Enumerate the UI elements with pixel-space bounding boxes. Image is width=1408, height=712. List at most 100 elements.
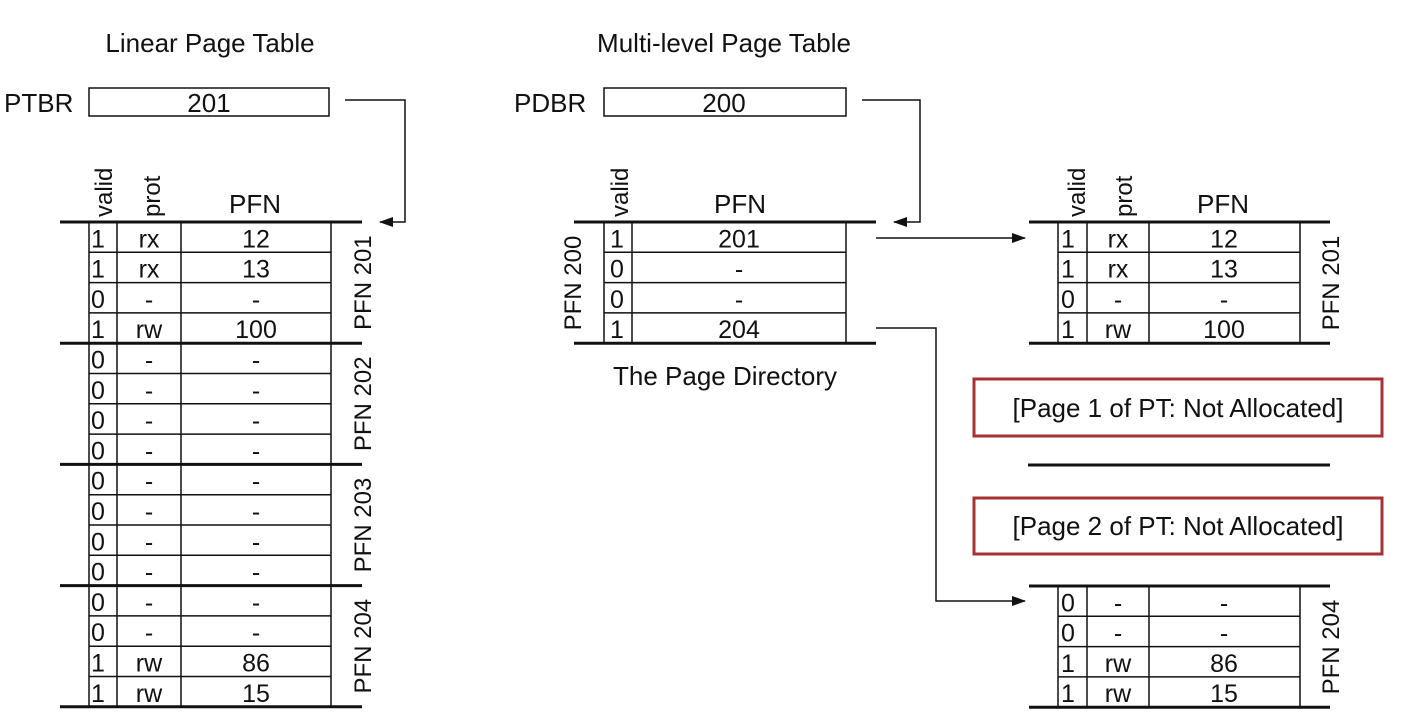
linear-cell-valid: 1 [91,316,105,344]
pt201-cell-prot: rx [1108,225,1129,253]
linear-header-pfn: PFN [229,189,281,219]
pt204-cell-valid: 0 [1061,589,1075,617]
linear-cell-pfn: - [252,468,260,496]
pt204-page-label: PFN 204 [1318,600,1345,695]
linear-cell-pfn: - [252,559,260,587]
linear-cell-pfn: - [252,286,260,314]
linear-cell-valid: 1 [91,256,105,284]
pt201-header-pfn: PFN [1197,189,1249,219]
ptbr-label: PTBR [4,88,73,118]
pt201-cell-valid: 1 [1061,316,1075,344]
pt204-cell-prot: - [1114,589,1122,617]
linear-cell-pfn: 86 [242,650,270,678]
linear-cell-valid: 0 [91,468,105,496]
pt201-cell-valid: 0 [1061,286,1075,314]
linear-page-label: PFN 202 [350,356,377,451]
dir-header-valid: valid [607,168,634,217]
dir-cell-pfn: 201 [718,225,760,253]
pt201-cell-prot: rw [1105,316,1132,344]
pdbr-label: PDBR [514,88,586,118]
pt201-header-prot: prot [1111,175,1138,217]
pt201-cell-prot: - [1114,286,1122,314]
dir-cell-pfn: - [735,256,743,284]
pt201-cell-pfn: - [1220,286,1228,314]
dir-page-label: PFN 200 [560,236,587,331]
linear-page-table: Linear Page Table PTBR 201 valid prot PF… [4,28,406,709]
ptbr-arrow [345,99,406,227]
pt204-cell-pfn: 86 [1210,650,1238,678]
linear-cell-prot: rw [136,680,163,708]
pt201-cell-pfn: 13 [1210,256,1238,284]
linear-cell-pfn: 13 [242,256,270,284]
linear-cell-prot: - [145,589,153,617]
linear-cell-prot: rw [136,650,163,678]
not-allocated-1-box [972,377,1384,438]
not-allocated-2-box [972,496,1384,556]
pt204-grid [1029,584,1330,709]
linear-cell-prot: - [145,559,153,587]
dir-caption: The Page Directory [613,361,837,391]
multilevel-title: Multi-level Page Table [597,28,851,58]
linear-cell-valid: 0 [91,559,105,587]
pt201-cell-valid: 1 [1061,225,1075,253]
linear-cell-pfn: - [252,619,260,647]
linear-cell-prot: - [145,377,153,405]
linear-cell-valid: 1 [91,225,105,253]
dir-cell-valid: 1 [610,225,624,253]
pt204-cell-valid: 0 [1061,620,1075,648]
linear-cell-prot: rx [139,256,160,284]
pt204-cell-pfn: - [1220,620,1228,648]
linear-page-label: PFN 203 [350,478,377,573]
pdbr-arrow [862,99,921,227]
linear-cell-valid: 0 [91,347,105,375]
linear-grid [60,220,362,709]
dir-header-pfn: PFN [714,189,766,219]
pt204-cell-prot: - [1114,620,1122,648]
linear-page-label: PFN 201 [350,235,377,330]
pdbr-value: 200 [702,88,745,118]
pt201-page-label: PFN 201 [1318,236,1345,331]
linear-header-valid: valid [91,168,118,217]
linear-cell-pfn: - [252,589,260,617]
linear-cell-pfn: - [252,437,260,465]
linear-cell-prot: rw [136,316,163,344]
linear-cell-pfn: - [252,407,260,435]
dir-arrow-to-pfn204 [876,327,1026,606]
ptbr-box [88,87,330,117]
linear-cell-valid: 0 [91,437,105,465]
dir-cell-pfn: 204 [718,316,760,344]
linear-cell-prot: - [145,407,153,435]
linear-cell-pfn: - [252,528,260,556]
pt204-cell-valid: 1 [1061,680,1075,708]
pt201-cell-prot: rx [1108,256,1129,284]
dir-cell-pfn: - [735,286,743,314]
pt204-cell-prot: rw [1105,680,1132,708]
pt201-header-valid: valid [1064,168,1091,217]
linear-cell-prot: - [145,347,153,375]
pt204-cell-valid: 1 [1061,650,1075,678]
linear-cell-prot: - [145,498,153,526]
multilevel-page-table: Multi-level Page Table PDBR 200 valid PF… [514,28,1384,709]
linear-cell-valid: 0 [91,377,105,405]
linear-cell-pfn: 100 [235,316,277,344]
linear-cell-valid: 0 [91,407,105,435]
linear-cell-valid: 0 [91,528,105,556]
linear-cell-prot: - [145,286,153,314]
linear-cell-valid: 0 [91,286,105,314]
pdbr-box [603,87,847,117]
linear-title: Linear Page Table [105,28,314,58]
pt201-cell-pfn: 100 [1203,316,1245,344]
dir-cell-valid: 1 [610,316,624,344]
linear-cell-prot: - [145,619,153,647]
linear-cell-prot: rx [139,225,160,253]
linear-cell-prot: - [145,468,153,496]
pt201-cell-pfn: 12 [1210,225,1238,253]
linear-cell-valid: 0 [91,498,105,526]
linear-cell-pfn: 15 [242,680,270,708]
linear-cell-prot: - [145,437,153,465]
not-allocated-2-text: [Page 2 of PT: Not Allocated] [1013,511,1344,541]
linear-page-label: PFN 204 [350,599,377,694]
linear-cell-pfn: - [252,498,260,526]
